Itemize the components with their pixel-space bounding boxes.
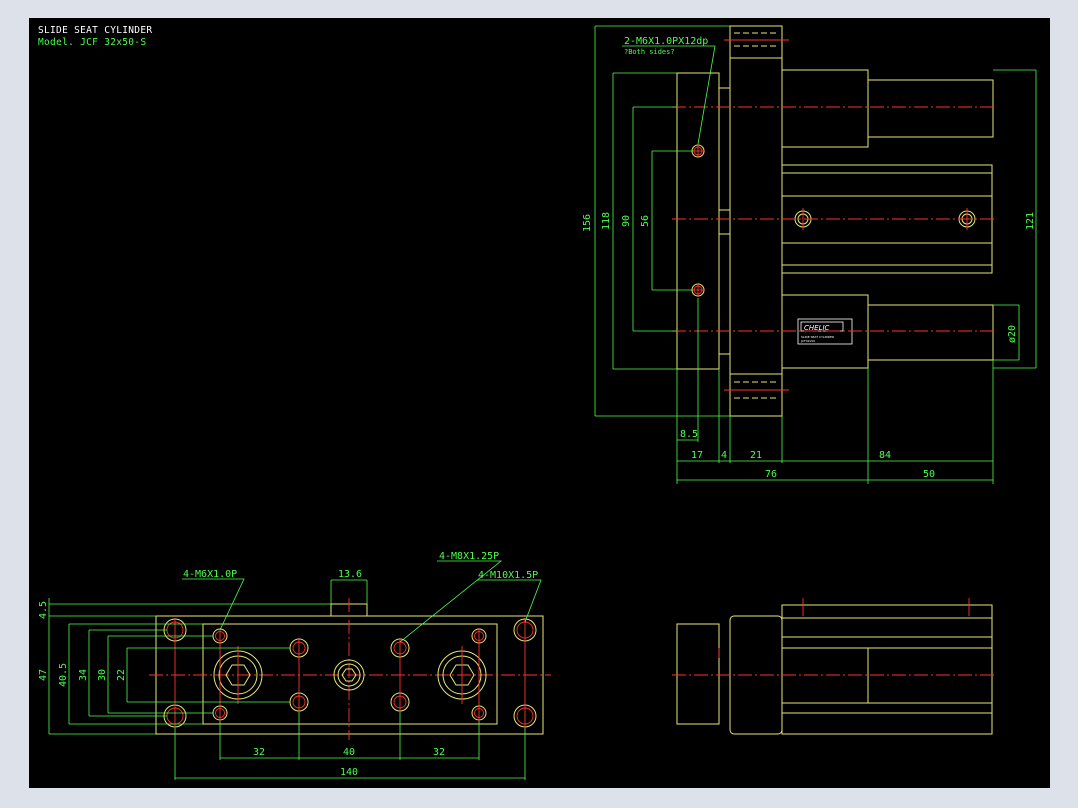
dim-32-left: 32	[253, 747, 265, 758]
dim-22: 22	[116, 669, 127, 681]
end-cylinder	[781, 604, 993, 735]
dim-30: 30	[97, 669, 108, 681]
callout-m6: 4-M6X1.0P	[183, 569, 237, 580]
drawing-title: SLIDE SEAT CYLINDER	[38, 25, 153, 36]
dim-50: 50	[923, 469, 935, 480]
callout-m8: 4-M8X1.25P	[439, 551, 499, 562]
top-plate	[202, 623, 498, 725]
label-plate	[797, 318, 853, 345]
dim-40-5: 40.5	[58, 663, 69, 687]
upper-cylinder	[781, 69, 869, 148]
end-plate	[676, 623, 720, 725]
dim-4-5: 4.5	[38, 601, 49, 619]
dim-140: 140	[340, 767, 358, 778]
main-body	[729, 25, 783, 417]
dim-phi20: ø20	[1007, 325, 1018, 343]
dim-47: 47	[38, 669, 49, 681]
callout-side-thread-note: ?Both sides?	[624, 48, 675, 56]
dim-118: 118	[601, 212, 612, 230]
dim-84: 84	[879, 450, 891, 461]
dim-76: 76	[765, 469, 777, 480]
side-view: CHELIC SLIDE SEAT CYLINDER JCF32x50	[672, 25, 997, 417]
side-view-dimensions: 156 118 90 56 121 ø20	[582, 25, 1037, 484]
dim-32-right: 32	[433, 747, 445, 758]
label-line2: JCF32x50	[800, 339, 815, 343]
drawing-model: Model. JCF 32x50-S	[38, 37, 147, 48]
dim-121: 121	[1025, 212, 1036, 230]
dim-17: 17	[691, 450, 703, 461]
label-line1: SLIDE SEAT CYLINDER	[801, 335, 834, 339]
dim-21: 21	[750, 450, 762, 461]
dim-8-5: 8.5	[680, 429, 698, 440]
dim-90: 90	[621, 215, 632, 227]
cad-drawing: CHELIC SLIDE SEAT CYLINDER JCF32x50	[38, 25, 1037, 780]
dim-156: 156	[582, 214, 593, 232]
dim-13-6: 13.6	[338, 569, 362, 580]
label-brand: CHELIC	[804, 324, 830, 332]
dim-4: 4	[721, 450, 727, 461]
dim-34: 34	[78, 669, 89, 681]
end-view	[672, 598, 997, 735]
bottom-view-dimensions: 4.5 47 40.5 34 30 22 13.6	[38, 551, 542, 780]
bottom-view	[149, 598, 551, 740]
cad-viewport[interactable]: SLIDE SEAT CYLINDER Model. JCF 32x50-S	[29, 18, 1050, 788]
callout-m10: 4-M10X1.5P	[478, 570, 538, 581]
dim-56: 56	[640, 215, 651, 227]
dim-40: 40	[343, 747, 355, 758]
callout-side-thread: 2-M6X1.0PX12dp	[624, 36, 708, 47]
